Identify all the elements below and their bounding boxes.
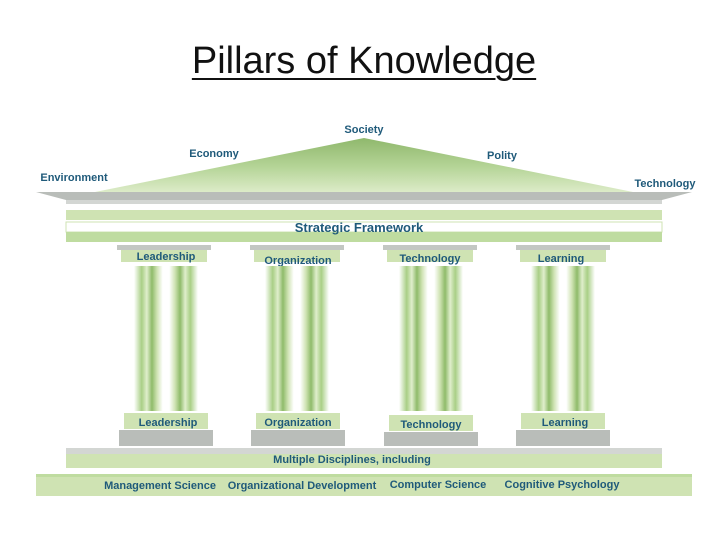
pillar-capital xyxy=(254,250,340,262)
pillar-bottom-label: Leadership xyxy=(139,417,198,429)
pillar-shaft xyxy=(134,266,198,411)
pillar-bottom-label: Learning xyxy=(542,417,588,429)
pillar-leadership: Leadership Leadership xyxy=(117,245,213,446)
pillar-organization: Organization Organization xyxy=(250,245,345,446)
pillar-bottom-label: Organization xyxy=(264,417,332,429)
pillar-shaft xyxy=(399,266,463,411)
pillar-top-label: Organization xyxy=(264,255,332,267)
pillar-top-label: Technology xyxy=(400,253,462,265)
pillar-plinth xyxy=(251,430,345,446)
pillar-shaft xyxy=(265,266,329,411)
roof-band-1 xyxy=(66,200,662,204)
page-title: Pillars of Knowledge xyxy=(0,40,728,83)
pillar-learning: Learning Learning xyxy=(516,245,610,446)
discipline-management-science: Management Science xyxy=(104,480,216,492)
discipline-cognitive-psychology: Cognitive Psychology xyxy=(505,479,621,491)
pillar-capital-shadow xyxy=(383,245,477,250)
pillar-capital xyxy=(121,250,207,262)
pillar-capital xyxy=(387,250,473,262)
roof-band-2 xyxy=(66,210,662,220)
roof-band-4 xyxy=(66,232,662,242)
label-environment: Environment xyxy=(40,172,108,184)
pillar-plinth xyxy=(119,430,213,446)
pillar-technology: Technology Technology xyxy=(383,245,478,446)
pillar-capital-shadow xyxy=(516,245,610,250)
pillar-capital-shadow xyxy=(250,245,344,250)
title-text: Pillars of Knowledge xyxy=(191,40,537,82)
label-economy: Economy xyxy=(189,148,239,160)
label-society: Society xyxy=(344,124,384,136)
pillar-top-label: Leadership xyxy=(137,251,196,263)
pillar-base-block xyxy=(521,413,605,429)
pillar-bottom-label: Technology xyxy=(401,419,463,431)
discipline-organizational-development: Organizational Development xyxy=(228,480,377,492)
pillar-shaft xyxy=(531,266,595,411)
roof-eave xyxy=(36,192,692,200)
pillar-base-block xyxy=(124,413,208,429)
pillar-capital-shadow xyxy=(117,245,211,250)
foundation-step xyxy=(36,474,692,496)
foundation-band xyxy=(66,454,662,468)
pillar-base-block xyxy=(256,413,340,429)
label-technology-roof: Technology xyxy=(635,178,697,190)
discipline-computer-science: Computer Science xyxy=(390,479,487,491)
roof-triangle xyxy=(95,138,633,192)
pillar-plinth xyxy=(384,432,478,446)
pillar-plinth xyxy=(516,430,610,446)
pillar-top-label: Learning xyxy=(538,253,584,265)
foundation-step-line xyxy=(36,474,692,477)
pillar-capital xyxy=(520,250,606,262)
label-polity: Polity xyxy=(487,150,518,162)
foundation-band-top xyxy=(66,448,662,454)
label-framework: Strategic Framework xyxy=(295,220,424,235)
pillar-base-block xyxy=(389,415,473,431)
label-disciplines: Multiple Disciplines, including xyxy=(273,454,431,466)
